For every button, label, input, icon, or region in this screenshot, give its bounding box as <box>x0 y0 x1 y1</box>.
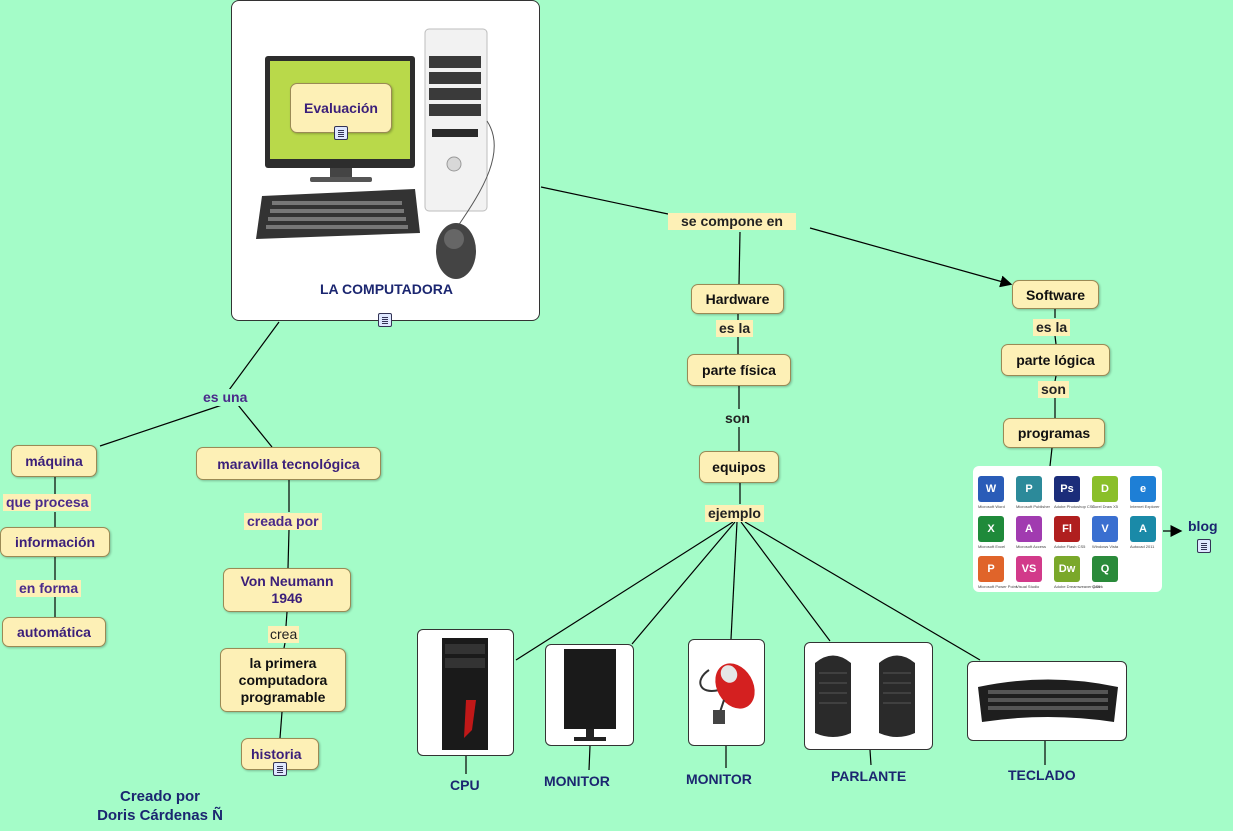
main-computer-node[interactable]: Evaluación LA COMPUTADORA <box>231 0 540 321</box>
software-icon: A <box>1130 516 1156 542</box>
hardware-node[interactable]: Hardware <box>691 284 784 314</box>
cpu-image-node[interactable] <box>417 629 514 756</box>
software-icon: A <box>1016 516 1042 542</box>
cpu-caption: CPU <box>450 777 480 793</box>
von-neumann-line2: 1946 <box>271 590 303 606</box>
software-icon-caption: Autocad 2011 <box>1130 544 1155 549</box>
link-es-una: es una <box>203 389 248 406</box>
primera-line3: programable <box>240 688 326 705</box>
evaluacion-node[interactable]: Evaluación <box>290 83 392 133</box>
monitor-caption: MONITOR <box>544 773 610 789</box>
software-icon-caption: Windows Vista <box>1092 544 1119 549</box>
software-icon-caption: Adobe Flash CS5 <box>1054 544 1086 549</box>
software-icon-caption: Visual Studio <box>1016 584 1040 589</box>
parte-logica-node[interactable]: parte lógica <box>1001 344 1110 376</box>
mouse-caption: MONITOR <box>686 771 752 787</box>
link-crea: crea <box>268 626 300 643</box>
credit-line2: Doris Cárdenas Ñ <box>97 807 223 824</box>
primera-line2: computadora <box>238 671 328 688</box>
historia-node[interactable]: historia <box>241 738 319 770</box>
link-creada-por: creada por <box>244 513 322 530</box>
blog-label[interactable]: blog <box>1188 518 1218 534</box>
parlante-caption: PARLANTE <box>831 768 907 784</box>
software-icon: Q <box>1092 556 1118 582</box>
software-icon: VS <box>1016 556 1042 582</box>
maquina-node[interactable]: máquina <box>11 445 97 477</box>
software-icon-caption: Adobe Photoshop CS5 <box>1054 504 1095 509</box>
software-icon: X <box>978 516 1004 542</box>
software-icon: e <box>1130 476 1156 502</box>
software-icon: D <box>1092 476 1118 502</box>
link-que-procesa: que procesa <box>3 494 92 511</box>
software-icon-caption: Microsoft Power Point <box>978 584 1017 589</box>
software-icon-caption: Corel Draw X5 <box>1092 504 1119 509</box>
software-node[interactable]: Software <box>1012 280 1099 309</box>
historia-note-icon[interactable] <box>273 762 287 776</box>
primera-computadora-node[interactable]: la primera computadora programable <box>220 648 346 712</box>
software-icon-caption: Microsoft Word <box>978 504 1005 509</box>
computer-illustration <box>256 28 495 279</box>
link-hardware-es-la: es la <box>716 320 754 337</box>
main-note-icon[interactable] <box>378 313 392 327</box>
von-neumann-line1: Von Neumann <box>240 573 334 589</box>
main-title: LA COMPUTADORA <box>320 281 453 297</box>
automatica-node[interactable]: automática <box>2 617 106 647</box>
parlante-image-node[interactable] <box>804 642 933 750</box>
equipos-node[interactable]: equipos <box>699 451 779 483</box>
primera-line1: la primera <box>249 654 317 671</box>
software-icon-caption: Microsoft Access <box>1016 544 1047 549</box>
monitor-image <box>564 649 616 741</box>
keyboard-image <box>978 679 1118 722</box>
software-icon-caption: Quark <box>1092 584 1103 589</box>
speakers-image <box>815 655 915 737</box>
monitor-image-node[interactable] <box>545 644 634 746</box>
software-icon-caption: Adobe Dreamweaver CS5 <box>1054 584 1101 589</box>
link-en-forma: en forma <box>16 580 82 597</box>
blog-note-icon[interactable] <box>1197 539 1211 553</box>
link-software-son: son <box>1038 381 1069 398</box>
maravilla-node[interactable]: maravilla tecnológica <box>196 447 381 480</box>
mouse-image-node[interactable] <box>688 639 765 746</box>
software-icon: Ps <box>1054 476 1080 502</box>
link-hardware-son: son <box>725 410 750 426</box>
cpu-tower-image <box>442 638 488 750</box>
programas-node[interactable]: programas <box>1003 418 1105 448</box>
software-icon-caption: Internet Explorer <box>1130 504 1160 509</box>
software-icon: V <box>1092 516 1118 542</box>
software-icon: Fl <box>1054 516 1080 542</box>
link-ejemplo: ejemplo <box>705 505 764 522</box>
software-icon: W <box>978 476 1004 502</box>
link-software-es-la: es la <box>1033 319 1071 336</box>
software-icon-caption: Microsoft Publisher <box>1016 504 1051 509</box>
software-icon-caption: Microsoft Excel <box>978 544 1006 549</box>
teclado-caption: TECLADO <box>1008 767 1076 783</box>
link-se-compone-en: se compone en <box>668 213 796 230</box>
teclado-image-node[interactable] <box>967 661 1127 741</box>
credit: Creado por Doris Cárdenas Ñ <box>70 787 250 825</box>
mouse-image <box>699 663 755 724</box>
parte-fisica-node[interactable]: parte física <box>687 354 791 386</box>
informacion-node[interactable]: información <box>0 527 110 557</box>
von-neumann-node[interactable]: Von Neumann 1946 <box>223 568 351 612</box>
software-icon: P <box>978 556 1004 582</box>
software-icon: Dw <box>1054 556 1080 582</box>
credit-line1: Creado por <box>119 788 200 805</box>
software-icon: P <box>1016 476 1042 502</box>
evaluacion-note-icon[interactable] <box>334 126 348 140</box>
